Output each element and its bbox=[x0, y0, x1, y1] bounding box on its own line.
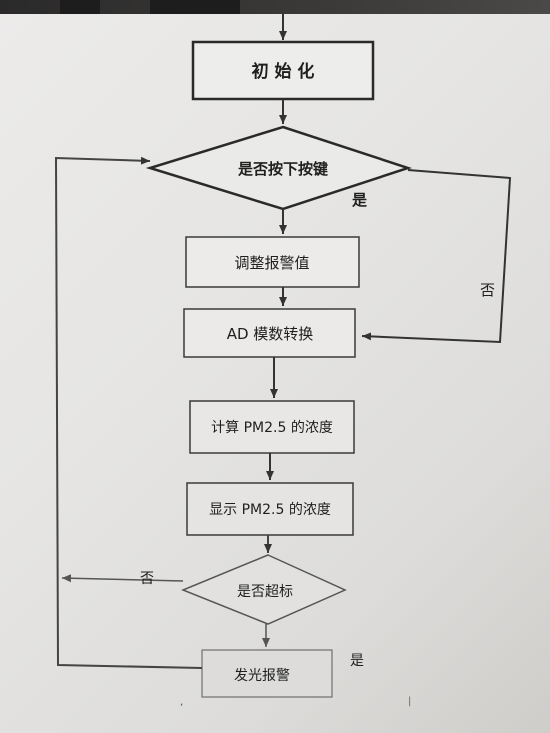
key-check-label: 是否按下按键 bbox=[237, 160, 328, 178]
key-yes-label: 是 bbox=[351, 191, 368, 209]
alarm-label: 发光报警 bbox=[234, 668, 290, 684]
adjust-box: 调整报警值 bbox=[185, 236, 360, 288]
calc-box: 计算 PM2.5 的浓度 bbox=[189, 400, 355, 454]
exceed-no-label: 否 bbox=[140, 571, 154, 587]
init-label: 初 始 化 bbox=[252, 61, 315, 82]
loop-back-path bbox=[54, 156, 203, 669]
exceed-check-diamond: 是否超标 bbox=[181, 554, 347, 625]
exceed-check-label: 是否超标 bbox=[237, 584, 293, 600]
ad-convert-box: AD 模数转换 bbox=[183, 308, 356, 358]
bottom-mark-right: | bbox=[408, 696, 411, 707]
display-label: 显示 PM2.5 的浓度 bbox=[209, 502, 331, 518]
key-check-diamond: 是否按下按键 bbox=[145, 125, 413, 211]
key-no-label: 否 bbox=[480, 281, 495, 299]
exceed-yes-label: 是 bbox=[350, 653, 364, 669]
adjust-label: 调整报警值 bbox=[234, 254, 309, 272]
exceed-no-arrow bbox=[61, 574, 184, 583]
ad-convert-label: AD 模数转换 bbox=[227, 325, 314, 343]
display-box: 显示 PM2.5 的浓度 bbox=[186, 482, 354, 536]
top-dark-strip bbox=[0, 0, 550, 14]
key-no-path bbox=[361, 169, 512, 344]
init-box: 初 始 化 bbox=[191, 40, 375, 101]
calc-label: 计算 PM2.5 的浓度 bbox=[211, 420, 333, 436]
bottom-mark-left: , bbox=[180, 697, 183, 708]
alarm-box: 发光报警 bbox=[201, 649, 333, 698]
